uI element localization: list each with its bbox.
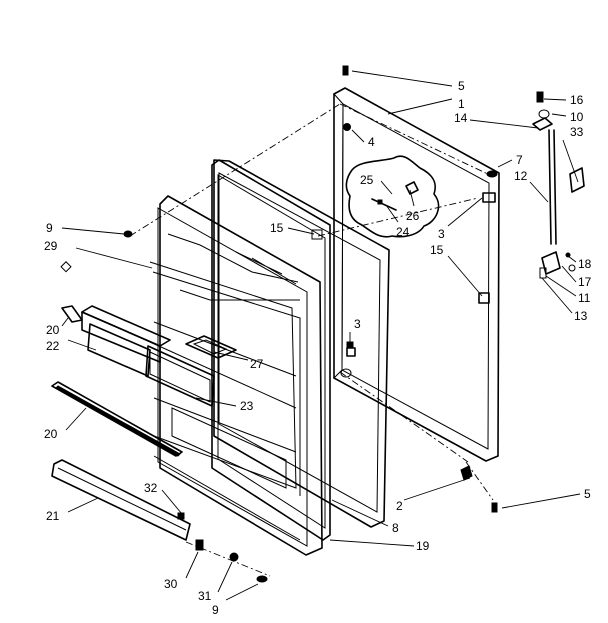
callout-9-left: 9 (46, 221, 53, 235)
alignment-lines (129, 103, 494, 577)
callout-2: 2 (396, 499, 403, 513)
callout-1: 1 (458, 97, 465, 111)
callout-25: 25 (360, 173, 374, 187)
callout-26: 26 (406, 209, 420, 223)
callout-18: 18 (578, 257, 592, 271)
door-breaker-frame (211, 159, 331, 541)
callout-12: 12 (514, 169, 528, 183)
callout-27: 27 (250, 357, 264, 371)
callout-3-lower: 3 (354, 317, 361, 331)
butter-compartment-door (185, 335, 237, 359)
callout-19: 19 (416, 539, 430, 553)
callout-23: 23 (240, 399, 254, 413)
callout-31: 31 (198, 589, 212, 603)
outer-door-panel (333, 87, 500, 462)
callout-15-right: 15 (430, 243, 444, 257)
callout-5-bottom: 5 (584, 487, 591, 501)
callout-17: 17 (578, 275, 592, 289)
callout-20-lower: 20 (44, 427, 58, 441)
callout-20-upper: 20 (46, 323, 60, 337)
callout-21: 21 (46, 509, 60, 523)
callout-32: 32 (144, 481, 158, 495)
door-trim-21 (51, 459, 191, 541)
door-shelf-front-22 (87, 323, 151, 377)
door-shelf-bar-upper (61, 305, 171, 363)
callout-4: 4 (368, 135, 375, 149)
callout-33: 33 (570, 125, 584, 139)
inner-door-liner (149, 195, 323, 556)
door-shelf-front-23 (145, 345, 215, 407)
callout-3-upper: 3 (438, 227, 445, 241)
callout-9-bottom: 9 (212, 603, 219, 617)
screws-and-bushings (60, 65, 498, 583)
callout-14: 14 (454, 111, 468, 125)
callout-15-left: 15 (270, 221, 284, 235)
door-hole-plug (343, 123, 351, 131)
callout-30: 30 (164, 577, 178, 591)
door-gasket (213, 159, 390, 528)
callout-13: 13 (574, 309, 588, 323)
callout-11: 11 (578, 291, 591, 305)
callout-10: 10 (570, 110, 584, 124)
callout-22: 22 (46, 339, 60, 353)
callout-8: 8 (392, 521, 399, 535)
leader-lines (61, 70, 581, 601)
callout-5-top: 5 (458, 79, 465, 93)
hinge-assembly (478, 91, 585, 304)
cutaway-detail (345, 155, 440, 238)
callout-16: 16 (570, 93, 584, 107)
callout-29: 29 (44, 239, 58, 253)
callout-7: 7 (516, 153, 523, 167)
callout-24: 24 (396, 225, 410, 239)
door-shelf-bar-lower (51, 381, 183, 457)
callout-labels: 5 1 16 10 14 33 4 7 12 25 26 24 3 15 15 … (44, 79, 592, 617)
